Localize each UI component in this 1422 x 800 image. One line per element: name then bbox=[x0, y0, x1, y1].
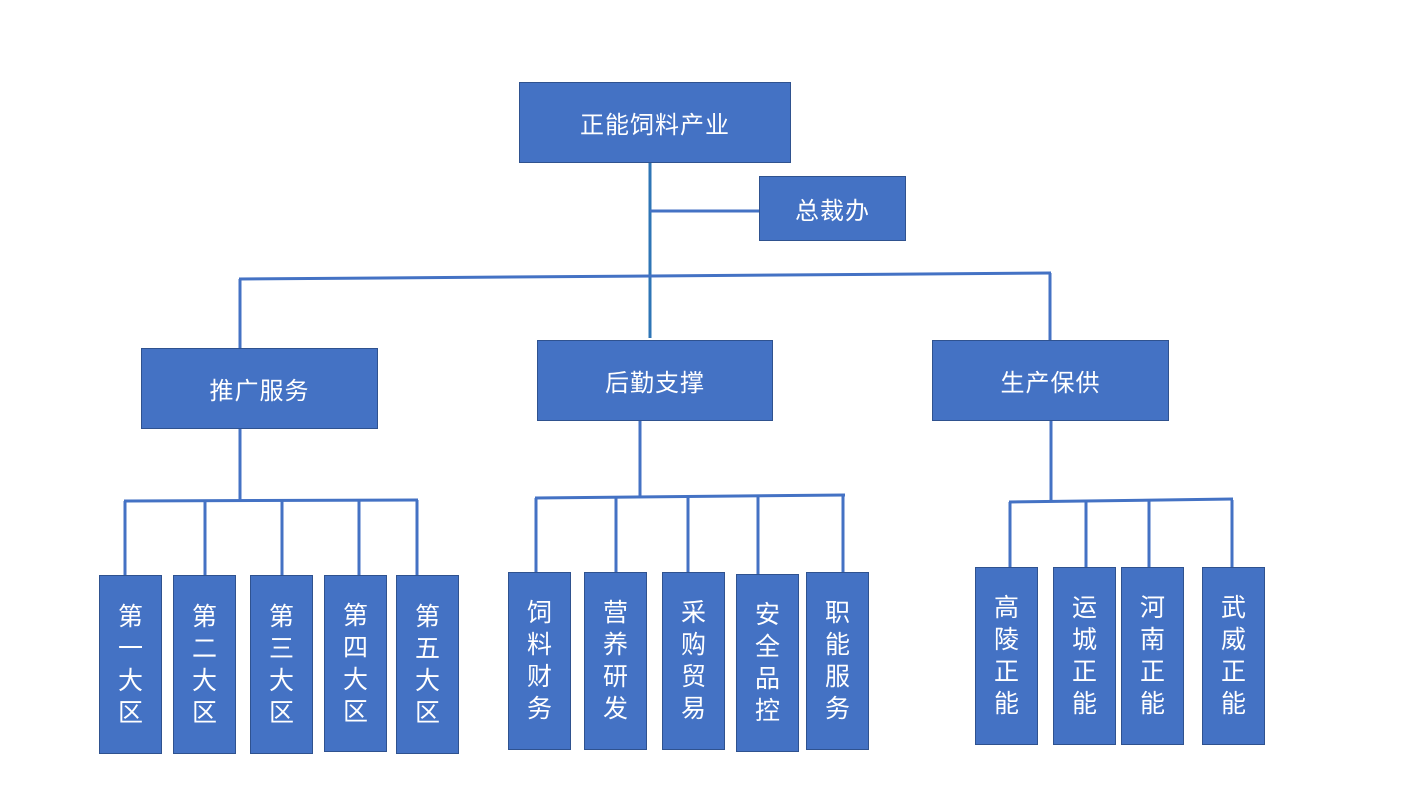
leaf-node-label: 运城正能 bbox=[1072, 593, 1098, 718]
leaf-node-label: 第一大区 bbox=[118, 601, 144, 727]
leaf-node: 饲料财务 bbox=[508, 572, 571, 750]
root-node-label: 正能饲料产业 bbox=[580, 111, 730, 139]
office-node-label: 总裁办 bbox=[795, 197, 870, 225]
leaf-node-label: 第二大区 bbox=[192, 601, 218, 727]
leaf-node: 采购贸易 bbox=[662, 572, 725, 750]
leaf-node-label: 武威正能 bbox=[1221, 593, 1247, 718]
leaf-node-label: 安全品控 bbox=[755, 600, 781, 725]
leaf-node-label: 营养研发 bbox=[603, 598, 629, 723]
leaf-node-label: 河南正能 bbox=[1140, 593, 1166, 718]
leaf-node: 第一大区 bbox=[99, 575, 162, 754]
leaf-node: 河南正能 bbox=[1121, 567, 1184, 745]
leaf-node-label: 采购贸易 bbox=[681, 598, 707, 723]
leaf-node: 武威正能 bbox=[1202, 567, 1265, 745]
leaf-node-label: 高陵正能 bbox=[994, 593, 1020, 718]
root-node: 正能饲料产业 bbox=[519, 82, 791, 163]
leaf-node: 职能服务 bbox=[806, 572, 869, 750]
bus-line-branch-1 bbox=[534, 493, 846, 500]
leaf-node: 高陵正能 bbox=[975, 567, 1038, 745]
leaf-node-label: 第四大区 bbox=[343, 600, 369, 726]
branch-node-label: 推广服务 bbox=[209, 377, 310, 405]
main-bus-line bbox=[238, 271, 1052, 281]
bus-line-branch-0 bbox=[123, 498, 419, 503]
bus-line-branch-2 bbox=[1008, 497, 1234, 504]
leaf-node-label: 饲料财务 bbox=[527, 598, 553, 723]
leaf-node-label: 职能服务 bbox=[825, 598, 851, 723]
office-node: 总裁办 bbox=[759, 176, 906, 241]
branch-node-promotion: 推广服务 bbox=[141, 348, 378, 429]
leaf-node: 营养研发 bbox=[584, 572, 647, 750]
branch-node-label: 后勤支撑 bbox=[605, 369, 705, 397]
leaf-node: 运城正能 bbox=[1053, 567, 1116, 745]
leaf-node: 第四大区 bbox=[324, 575, 387, 752]
leaf-node: 安全品控 bbox=[736, 574, 799, 752]
leaf-node-label: 第三大区 bbox=[269, 601, 295, 727]
leaf-node: 第二大区 bbox=[173, 575, 236, 754]
leaf-node: 第三大区 bbox=[250, 575, 313, 754]
leaf-node: 第五大区 bbox=[396, 575, 459, 754]
branch-node-production: 生产保供 bbox=[932, 340, 1169, 421]
leaf-node-label: 第五大区 bbox=[415, 601, 441, 727]
branch-node-label: 生产保供 bbox=[1000, 369, 1101, 397]
branch-node-logistics: 后勤支撑 bbox=[537, 340, 773, 421]
